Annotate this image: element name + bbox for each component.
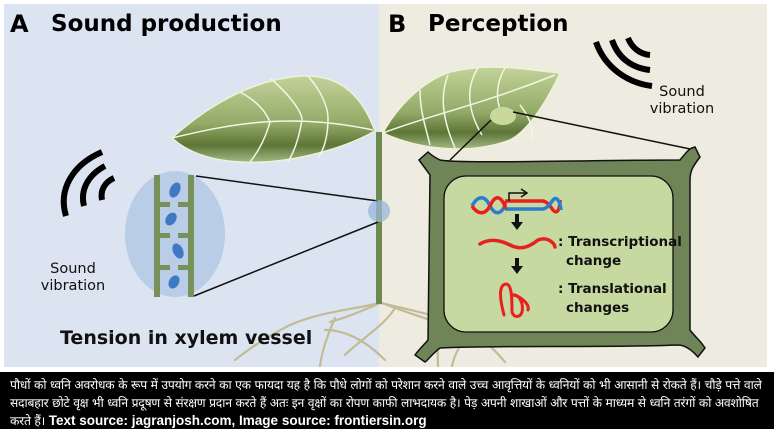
- caption-bar: पौधों को ध्वनि अवरोधक के रूप में उपयोग क…: [0, 372, 774, 429]
- sound-label-line1: Sound: [659, 84, 705, 100]
- panel-a-title: Sound production: [51, 11, 282, 37]
- translational-line1: : Translational: [558, 281, 667, 297]
- figure-diagram: A Sound production B Perception Sound vi…: [4, 4, 767, 368]
- translational-line2: changes: [566, 300, 630, 316]
- sound-waves-icon: [60, 149, 116, 217]
- mrna-strand-icon: [478, 237, 557, 250]
- panel-a-letter: A: [10, 10, 29, 38]
- translational-changes-label: : Translational changes: [558, 280, 667, 318]
- diagram-canvas: [4, 4, 767, 368]
- xylem-tension-label: Tension in xylem vessel: [60, 327, 313, 349]
- transcriptional-line2: change: [566, 253, 622, 269]
- transcriptional-line1: : Transcriptional: [558, 234, 682, 250]
- sound-waves-icon: [593, 36, 653, 89]
- sound-vibration-label-a: Sound vibration: [38, 261, 108, 296]
- sound-label-line2: vibration: [649, 101, 715, 118]
- xylem-vessel-zoom: [125, 171, 225, 297]
- leaf-right: [381, 66, 562, 150]
- stem-zoom-spot: [368, 200, 390, 222]
- transcription-start-arrow-icon: [508, 188, 529, 201]
- caption-hindi-text: पौधों को ध्वनि अवरोधक के रूप में उपयोग क…: [10, 378, 762, 428]
- transcriptional-change-label: : Transcriptional change: [558, 233, 682, 271]
- sound-label-line1: Sound: [50, 261, 96, 277]
- leaf-left: [170, 75, 376, 164]
- panel-b-letter: B: [388, 10, 407, 38]
- zoom-lines-a: [193, 175, 379, 297]
- sound-vibration-label-b: Sound vibration: [642, 84, 722, 119]
- panel-b-title: Perception: [428, 11, 569, 37]
- caption-source-text: Text source: jagranjosh.com, Image sourc…: [48, 413, 427, 428]
- leaf-zoom-spot: [490, 107, 516, 125]
- zoom-lines-b: [449, 111, 696, 161]
- arrow-down-icon: [511, 214, 523, 230]
- dna-double-helix-icon: [470, 196, 563, 215]
- protein-fold-icon: [499, 282, 530, 318]
- sound-label-line2: vibration: [40, 278, 106, 295]
- arrow-down-icon: [511, 258, 523, 274]
- air-bubbles: [165, 182, 184, 289]
